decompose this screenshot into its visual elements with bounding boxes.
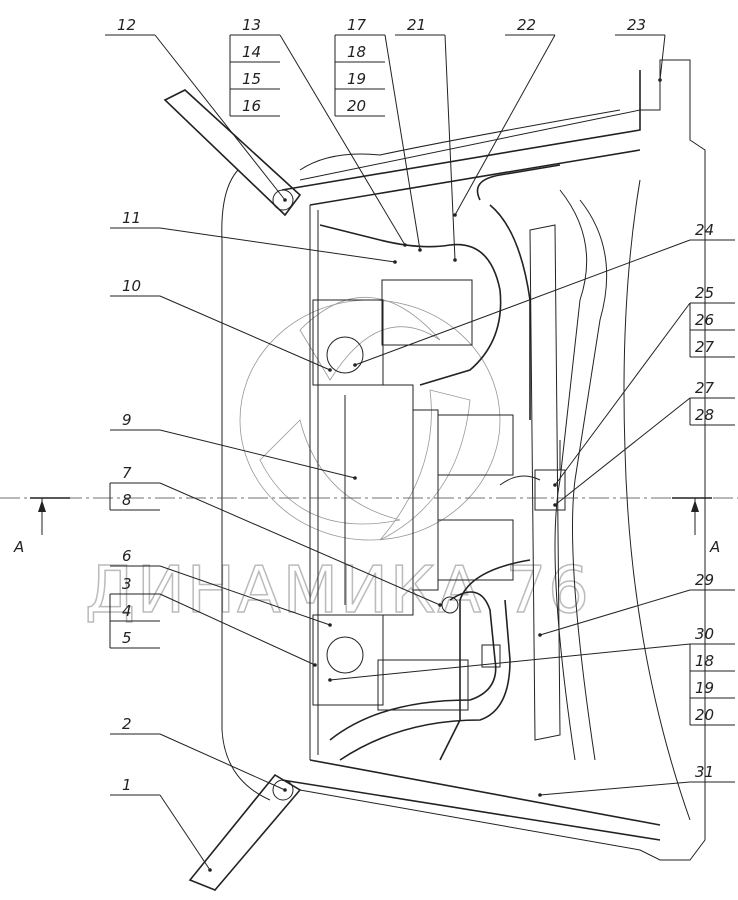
leader-line (159, 429, 356, 479)
callout-number: 1 (122, 776, 132, 794)
callout-number: 14 (242, 43, 261, 61)
callout-top-12: 12 (105, 16, 287, 202)
callout-right-29: 29 (538, 571, 735, 637)
callout-number: 10 (122, 277, 141, 295)
watermark-text: ДИНАМИКА 76 (85, 554, 591, 628)
callout-number: 26 (695, 311, 714, 329)
leader-line (159, 295, 331, 371)
callout-number: 13 (242, 16, 261, 34)
callout-number: 29 (695, 571, 714, 589)
callout-left-1: 1 (110, 776, 212, 872)
callout-right-25: 25 26 27 (553, 284, 735, 487)
leader-line (159, 227, 396, 263)
callout-number: 24 (695, 221, 714, 239)
leader-line (154, 34, 286, 201)
leader-line (159, 794, 211, 871)
callout-left-2: 2 (110, 715, 287, 792)
callout-number: 20 (695, 706, 714, 724)
callout-number: 25 (695, 284, 714, 302)
leader-line (659, 34, 666, 81)
leader-line (454, 34, 556, 216)
callout-number: 19 (695, 679, 714, 697)
callout-top-22: 22 (453, 16, 556, 217)
callout-number: 20 (347, 97, 366, 115)
callout-number: 27 (695, 379, 715, 397)
callout-top-13: 13 14 15 16 (229, 16, 407, 247)
callout-number: 12 (117, 16, 136, 34)
callout-number: 23 (627, 16, 646, 34)
callout-number: 9 (122, 411, 132, 429)
callout-top-21: 21 (395, 16, 457, 262)
callout-number: 22 (517, 16, 536, 34)
callout-number: 30 (695, 625, 714, 643)
leader-line (539, 781, 691, 796)
leader-line (554, 397, 691, 506)
callout-right-31: 31 (538, 763, 735, 797)
callout-number: 15 (242, 70, 261, 88)
callout-number: 27 (695, 338, 715, 356)
leader-line (354, 239, 691, 366)
leader-line (329, 643, 691, 681)
callout-left-11: 11 (110, 209, 397, 264)
section-marker-left: A (13, 497, 70, 556)
callout-top-17: 17 18 19 20 (334, 16, 422, 252)
callout-left-3: 3 4 5 (109, 575, 317, 667)
svg-text:A: A (13, 538, 24, 556)
callout-left-10: 10 (110, 277, 332, 372)
callout-number: 16 (242, 97, 261, 115)
callout-left-9: 9 (110, 411, 357, 480)
callout-number: 5 (122, 629, 132, 647)
callout-number: 2 (122, 715, 132, 733)
leader-line (279, 34, 406, 246)
callout-number: 4 (122, 602, 132, 620)
callout-number: 18 (695, 652, 714, 670)
vehicle-frame (0, 59, 738, 891)
leader-line (159, 565, 331, 626)
svg-text:A: A (709, 538, 720, 556)
callout-right-30: 30 18 19 20 (328, 625, 735, 726)
section-marker-right: A (672, 497, 720, 556)
watermark-logo (239, 297, 501, 541)
leader-line (159, 482, 441, 606)
callout-number: 28 (695, 406, 714, 424)
callout-number: 31 (695, 763, 714, 781)
callout-number: 3 (122, 575, 132, 593)
callout-number: 6 (122, 547, 132, 565)
leader-line (159, 593, 316, 666)
leader-line (554, 302, 691, 486)
leader-line (444, 34, 456, 261)
callout-number: 17 (347, 16, 367, 34)
leader-line (159, 733, 286, 791)
callout-left-7: 78 (109, 464, 442, 607)
callout-right-24: 24 (353, 221, 735, 367)
callout-number: 21 (407, 16, 426, 34)
leader-line (384, 34, 421, 251)
callout-right-27: 27 28 (553, 379, 735, 507)
callout-number: 7 (122, 464, 132, 482)
callout-left-6: 6 (110, 547, 332, 627)
leader-line (539, 589, 691, 636)
callout-number: 8 (122, 491, 132, 509)
callout-number: 19 (347, 70, 366, 88)
callout-top-23: 23 (615, 16, 666, 82)
callout-number: 18 (347, 43, 366, 61)
callout-number: 11 (122, 209, 141, 227)
